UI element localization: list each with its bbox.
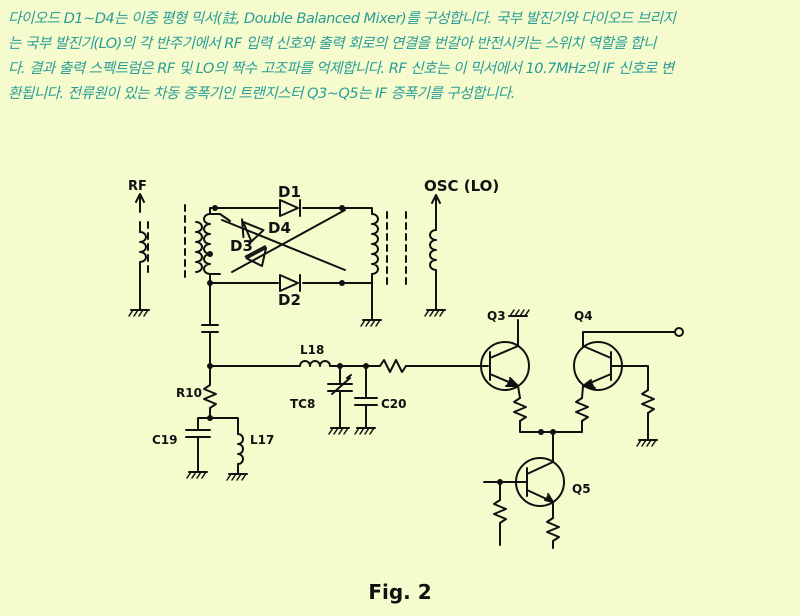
figure-caption: Fig. 2 xyxy=(368,580,432,604)
paragraph-line: 는 국부 발진기(LO)의 각 반주기에서 RF 입력 신호와 출력 회로의 연… xyxy=(8,35,656,52)
paragraph-line: 다이오드 D1~D4는 이중 평형 믹서(註, Double Balanced … xyxy=(8,10,676,27)
label-q5: Q5 xyxy=(572,482,591,496)
paragraph-line: 다. 결과 출력 스펙트럼은 RF 및 LO의 짝수 고조파를 억제합니다. R… xyxy=(8,60,674,77)
description-paragraph: 다이오드 D1~D4는 이중 평형 믹서(註, Double Balanced … xyxy=(8,6,794,106)
label-c19: C19 xyxy=(152,433,178,447)
label-d2: D2 xyxy=(278,291,301,309)
label-l18: L18 xyxy=(300,343,324,357)
label-c20: C20 xyxy=(381,397,407,411)
transistor-q5 xyxy=(483,431,565,549)
label-r10: R10 xyxy=(176,386,202,400)
lo-input-transformer xyxy=(360,194,446,327)
transistor-q3 xyxy=(480,309,583,433)
label-q4: Q4 xyxy=(574,309,593,323)
diode-d4 xyxy=(241,218,265,243)
label-osc-lo: OSC (LO) xyxy=(424,177,499,195)
label-d1: D1 xyxy=(278,183,301,201)
rf-input-transformer xyxy=(128,193,211,317)
label-q3: Q3 xyxy=(487,309,506,323)
diode-d1 xyxy=(279,199,301,217)
diode-d3 xyxy=(244,245,268,268)
diode-d2 xyxy=(279,274,301,292)
label-d3: D3 xyxy=(230,237,253,255)
label-l17: L17 xyxy=(250,433,274,447)
label-d4: D4 xyxy=(268,219,291,237)
label-rf: RF xyxy=(128,179,147,194)
paragraph-line: 환됩니다. 전류원이 있는 차동 증폭기인 트랜지스터 Q3~Q5는 IF 증폭… xyxy=(8,85,515,102)
if-junctions xyxy=(207,363,556,485)
mixer-schematic: RF OSC (LO) D1 D2 D3 D4 L18 TC8 C20 R10 … xyxy=(128,177,684,549)
ring-junctions xyxy=(207,205,345,286)
transistor-q4 xyxy=(573,327,684,447)
label-tc8: TC8 xyxy=(290,397,315,411)
